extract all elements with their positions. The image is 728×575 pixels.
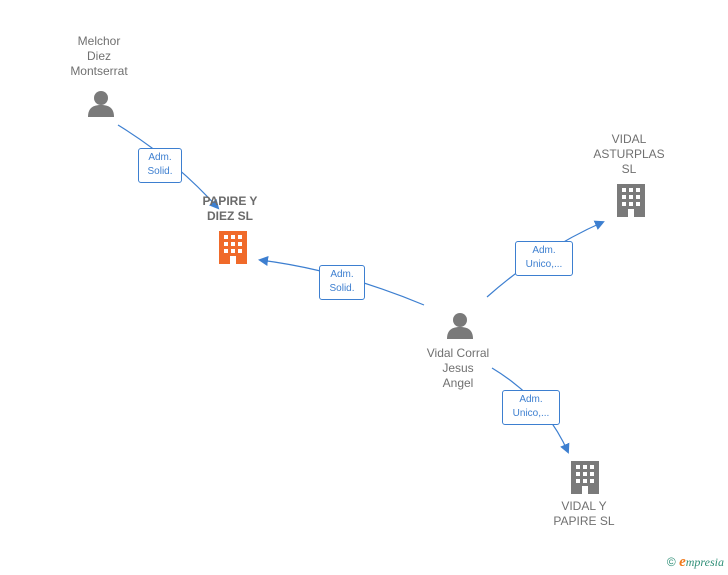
edge-label-melchor-role[interactable]: Adm. Solid. [138, 148, 182, 183]
copyright-icon: © [666, 555, 676, 569]
brand-logo: empresia [679, 554, 724, 570]
building-icon[interactable] [617, 184, 645, 217]
company-label-vidal-asturplas[interactable]: VIDAL ASTURPLAS SL [593, 132, 665, 176]
building-icon-focus[interactable] [219, 231, 247, 264]
brand-footer: © empresia [667, 554, 724, 571]
person-icon[interactable] [447, 313, 473, 339]
edge-label-vidal-papire-role[interactable]: Adm. Solid. [319, 265, 365, 300]
person-label-melchor[interactable]: Melchor Diez Montserrat [70, 34, 128, 78]
building-icon[interactable] [571, 461, 599, 494]
edge-label-vidal-vidalpapire-role[interactable]: Adm. Unico,... [502, 390, 560, 425]
company-label-vidal-papire[interactable]: VIDAL Y PAPIRE SL [553, 499, 615, 528]
person-label-vidal-corral[interactable]: Vidal Corral Jesus Angel [426, 346, 490, 390]
company-label-papire-diez[interactable]: PAPIRE Y DIEZ SL [202, 194, 258, 223]
edge-label-vidal-asturplas-role[interactable]: Adm. Unico,... [515, 241, 573, 276]
person-icon[interactable] [88, 91, 114, 117]
